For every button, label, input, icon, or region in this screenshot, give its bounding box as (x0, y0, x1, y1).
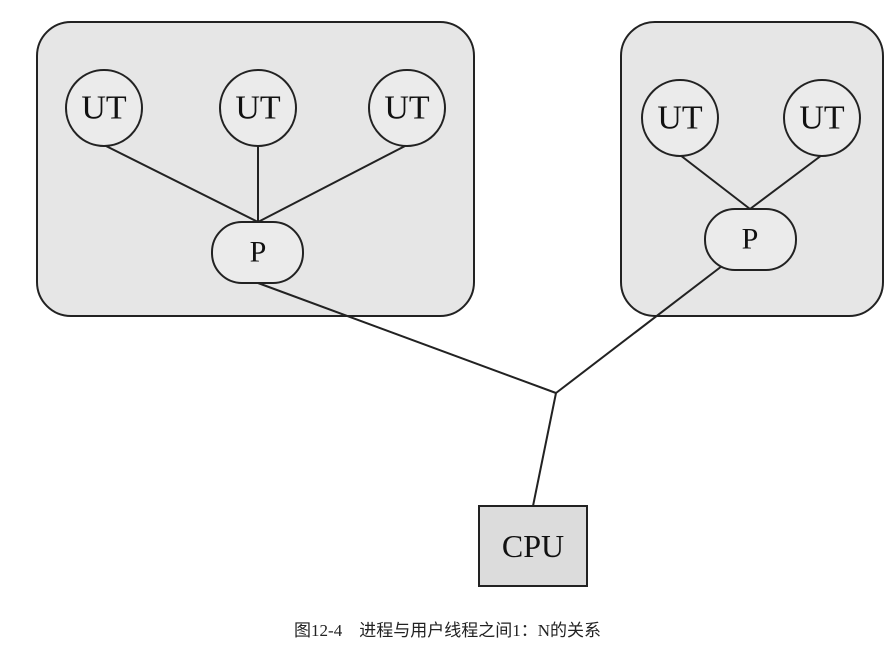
process-group-left (36, 21, 475, 317)
user-thread-label: UT (235, 90, 281, 127)
connector-ut4-p2 (679, 154, 751, 210)
connector-p2-junction (555, 265, 723, 394)
user-thread-1: UT (65, 69, 143, 147)
user-thread-label: UT (81, 90, 127, 127)
cpu-node: CPU (478, 505, 588, 587)
user-thread-4: UT (641, 79, 719, 157)
cpu-label: CPU (502, 528, 564, 564)
process-node-right: P (704, 208, 797, 271)
connector-junction-cpu (532, 392, 557, 507)
connector-p1-junction (257, 282, 557, 394)
user-thread-circle (219, 69, 297, 147)
process-shape (211, 221, 304, 284)
user-thread-circle (65, 69, 143, 147)
process-node-left: P (211, 221, 304, 284)
user-thread-2: UT (219, 69, 297, 147)
connector-ut3-p1 (257, 144, 408, 223)
connector-ut1-p1 (103, 144, 259, 223)
user-thread-label: UT (384, 90, 430, 127)
user-thread-label: UT (657, 100, 703, 137)
user-thread-circle (783, 79, 861, 157)
figure-caption: 图12-4 进程与用户线程之间1：N的关系 (294, 621, 601, 640)
user-thread-label: UT (799, 100, 845, 137)
process-label: P (250, 236, 267, 269)
user-thread-circle (641, 79, 719, 157)
connectors (103, 144, 823, 507)
user-thread-circle (368, 69, 446, 147)
process-group-right (620, 21, 884, 317)
user-thread-3: UT (368, 69, 446, 147)
process-shape (704, 208, 797, 271)
connector-ut5-p2 (749, 154, 823, 210)
process-label: P (742, 223, 759, 256)
cpu-box (478, 505, 588, 587)
user-thread-5: UT (783, 79, 861, 157)
